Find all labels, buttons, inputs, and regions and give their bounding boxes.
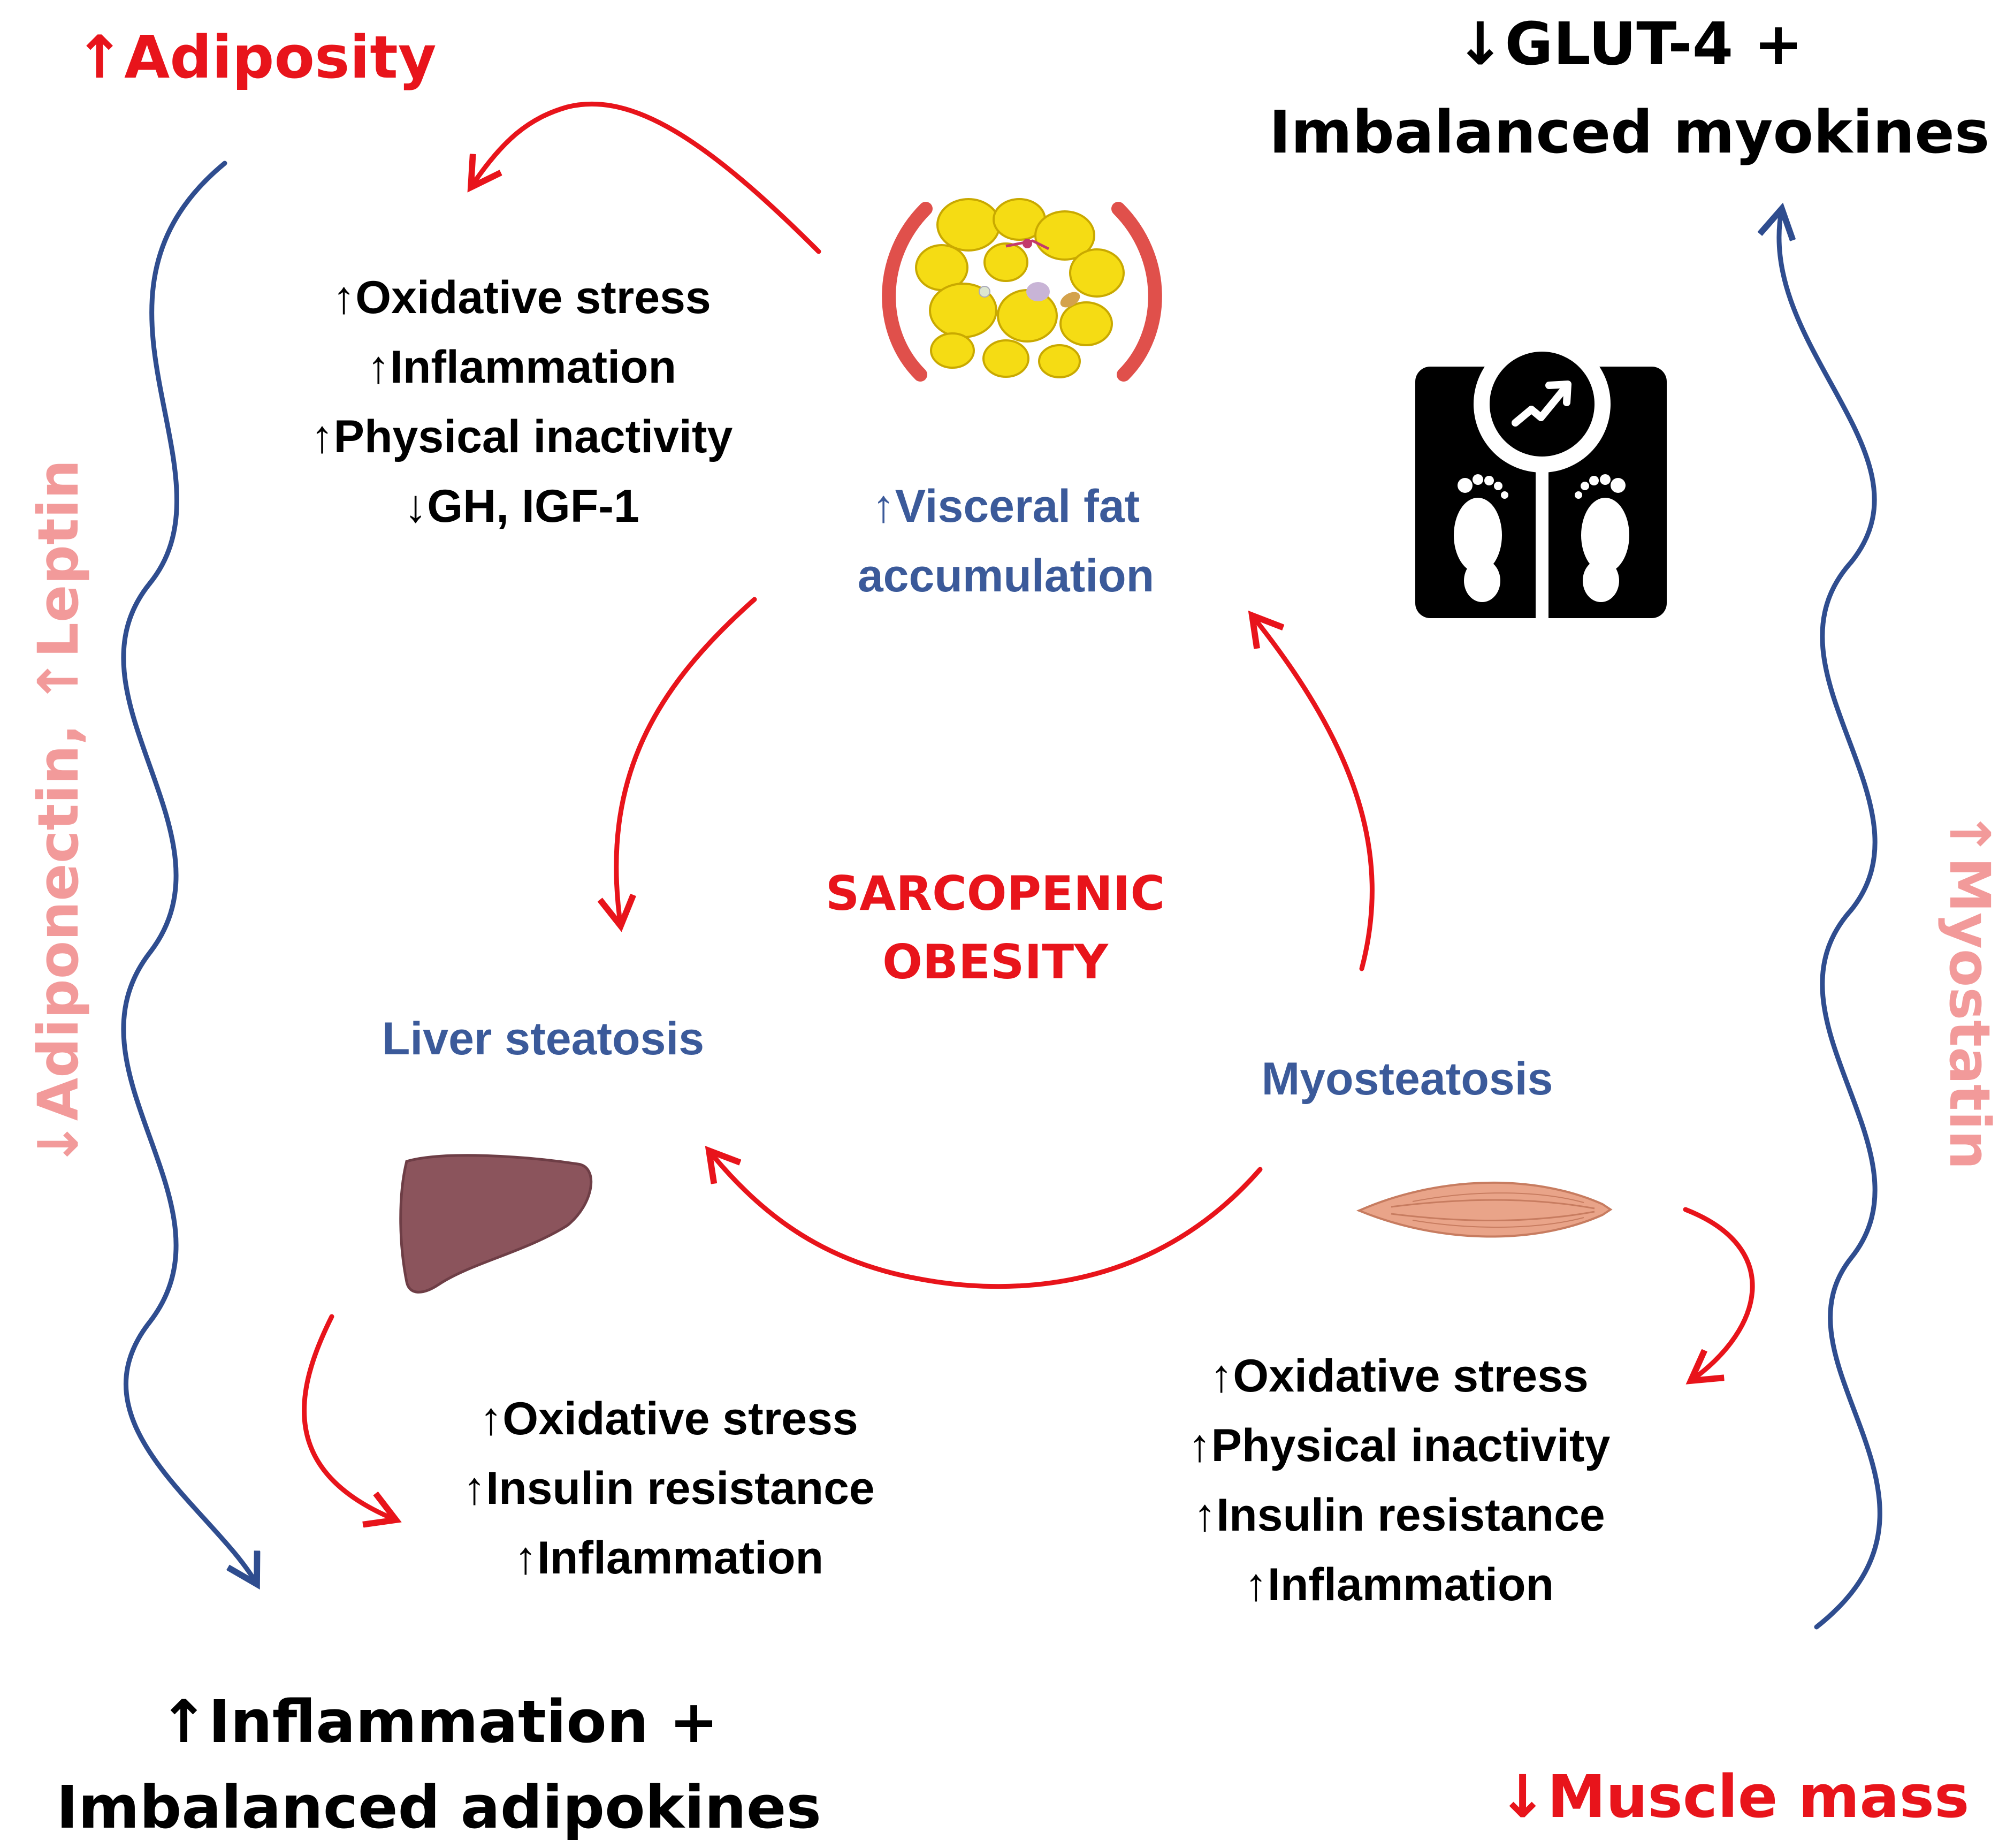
arrow-liver-to-list: [302, 1314, 396, 1520]
list-bottom-left-item: ↑Insulin resistance: [463, 1463, 875, 1514]
list-bottom-right: ↑Oxidative stress ↑Physical inactivity ↑…: [1188, 1350, 1611, 1610]
arrow-fat-to-adiposity: [471, 101, 821, 254]
label-adiponectin-leptin: ↓Adiponectin, ↑Leptin: [26, 460, 91, 1168]
label-glut4: ↓GLUT-4 +: [1455, 10, 1803, 78]
right-wave-arrow: [1779, 209, 1882, 1630]
node-visceral-fat-line2: accumulation: [858, 550, 1154, 602]
list-top-item: ↑Physical inactivity: [311, 411, 733, 462]
label-imbalanced-myokines: Imbalanced myokines: [1269, 98, 1990, 166]
title-line1: SARCOPENIC: [826, 866, 1165, 921]
list-top: ↑Oxidative stress ↑Inflammation ↑Physica…: [311, 272, 733, 532]
arrow-myo-to-liver: [709, 1151, 1263, 1289]
list-top-item: ↑Oxidative stress: [332, 272, 711, 323]
muscle-icon: [1356, 1181, 1613, 1238]
arrow-muscle-to-list: [1683, 1207, 1755, 1381]
title-line2: OBESITY: [882, 934, 1109, 990]
list-bottom-right-item: ↑Oxidative stress: [1210, 1350, 1588, 1402]
list-bottom-right-item: ↑Insulin resistance: [1193, 1489, 1605, 1541]
list-bottom-right-item: ↑Physical inactivity: [1188, 1420, 1611, 1471]
list-top-item: ↓GH, IGF-1: [404, 481, 639, 532]
node-visceral-fat-line1: ↑Visceral fat: [872, 481, 1140, 532]
label-muscle-mass: ↓Muscle mass: [1498, 1762, 1969, 1831]
node-myosteatosis: Myosteatosis: [1262, 1053, 1553, 1105]
node-liver-steatosis: Liver steatosis: [382, 1013, 704, 1064]
liver-icon: [399, 1154, 593, 1294]
list-top-item: ↑Inflammation: [367, 341, 676, 393]
arrow-fat-to-liver: [616, 597, 757, 926]
label-inflammation: ↑Inflammation +: [159, 1687, 718, 1756]
arrow-myo-to-fat: [1252, 615, 1375, 971]
list-bottom-right-item: ↑Inflammation: [1245, 1559, 1554, 1610]
list-bottom-left-item: ↑Oxidative stress: [479, 1393, 858, 1444]
list-bottom-left: ↑Oxidative stress ↑Insulin resistance ↑I…: [463, 1393, 875, 1584]
weight-scale-icon: [1415, 336, 1667, 618]
adipose-tissue-icon: [882, 198, 1162, 382]
list-bottom-left-item: ↑Inflammation: [514, 1532, 823, 1584]
left-wave-arrow: [121, 161, 257, 1584]
label-myostatin: ↑Myostatin: [1937, 810, 2002, 1169]
label-imbalanced-adipokines: Imbalanced adipokines: [56, 1773, 821, 1842]
label-adiposity: ↑Adiposity: [75, 23, 437, 92]
